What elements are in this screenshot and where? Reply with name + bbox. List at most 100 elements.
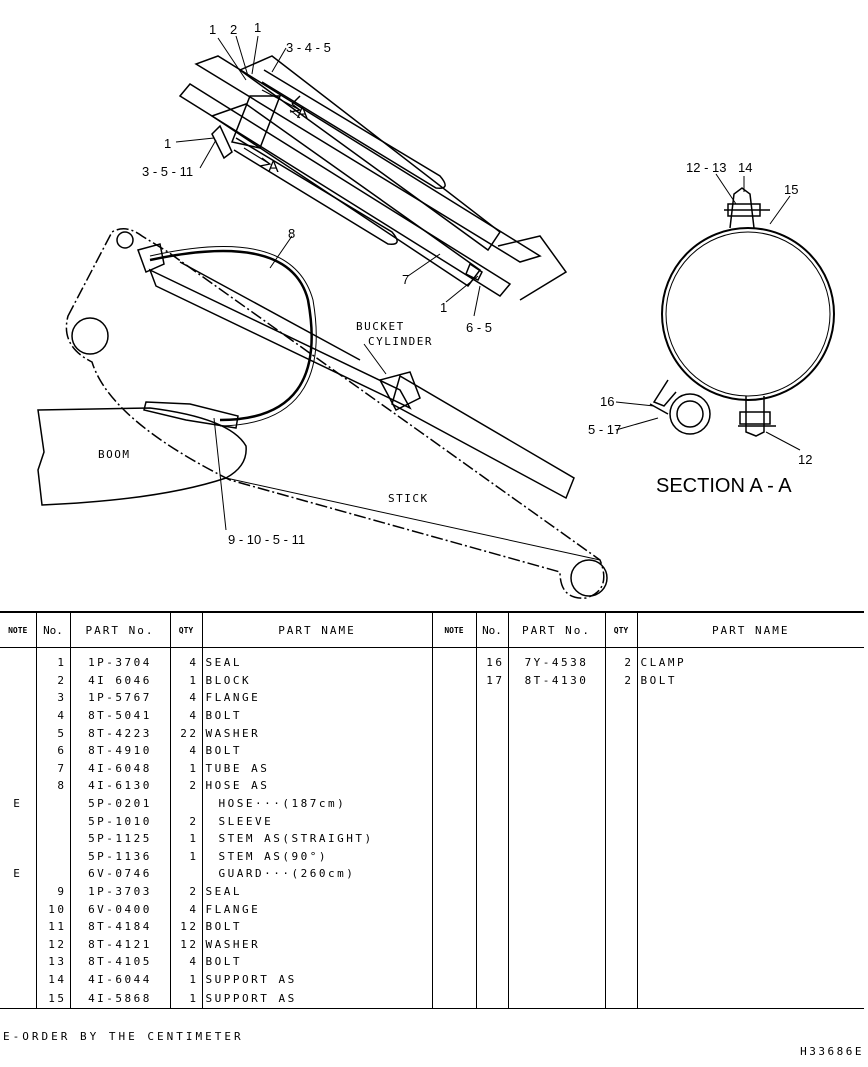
right-cell-name: [637, 848, 864, 866]
right-cell-name: [637, 795, 864, 813]
boom-outline: [37, 407, 247, 506]
stick-upper-pin: [116, 231, 134, 249]
right-cell-no: [476, 759, 509, 778]
right-cell-note: [432, 865, 477, 883]
left-cell-name: BLOCK: [202, 671, 433, 690]
left-cell-qty: 4: [170, 706, 203, 725]
left-cell-note: E: [0, 794, 37, 813]
left-cell-part-no: 1P-3704: [70, 647, 171, 672]
left-cell-no: 8: [36, 777, 71, 795]
left-cell-qty: 1: [170, 671, 203, 690]
left-cell-note: [0, 724, 37, 742]
right-cell-name: [637, 953, 864, 971]
right-cell-qty: [605, 706, 638, 725]
left-cell-part-no: 6V-0746: [70, 865, 171, 883]
right-cell-no: [476, 970, 509, 989]
right-cell-part-no: [508, 724, 606, 742]
left-cell-qty: 2: [170, 812, 203, 830]
label-stick: STICK: [388, 492, 429, 505]
right-cell-no: [476, 900, 509, 918]
footnote: E-ORDER BY THE CENTIMETER: [3, 1030, 244, 1043]
left-cell-qty: 1: [170, 988, 203, 1009]
left-cell-no: [36, 794, 71, 813]
left-cell-note: [0, 689, 37, 707]
left-cell-no: 6: [36, 741, 71, 760]
header-qty-left: QTY: [170, 612, 203, 648]
left-cell-note: [0, 741, 37, 760]
header-note-left: NOTE: [0, 612, 37, 648]
left-cell-note: [0, 706, 37, 725]
right-cell-name: [637, 724, 864, 742]
left-cell-part-no: 4I-6048: [70, 759, 171, 778]
callout-12-bottom: 12: [798, 452, 812, 467]
callout-1-mid: 1: [164, 136, 171, 151]
left-cell-name: GUARD···(260cm): [202, 865, 433, 883]
left-cell-note: [0, 829, 37, 848]
upper-cylinder-assembly: [178, 55, 568, 301]
right-cell-name: [637, 707, 864, 725]
right-cell-note: [432, 900, 477, 918]
stick-end-pin: [570, 559, 608, 597]
left-cell-name: SEAL: [202, 882, 433, 901]
left-cell-qty: 4: [170, 741, 203, 760]
right-cell-part-no: 8T-4130: [508, 671, 606, 690]
left-cell-qty: 2: [170, 777, 203, 795]
left-cell-no: 3: [36, 689, 71, 707]
right-cell-qty: [605, 812, 638, 830]
right-cell-qty: [605, 829, 638, 848]
left-cell-no: [36, 829, 71, 848]
left-cell-part-no: 6V-0400: [70, 900, 171, 918]
right-cell-part-no: [508, 706, 606, 725]
right-cell-note: [432, 829, 477, 848]
left-cell-part-no: 1P-3703: [70, 882, 171, 901]
right-cell-note: [432, 777, 477, 795]
right-cell-part-no: [508, 759, 606, 778]
right-cell-part-no: [508, 794, 606, 813]
right-cell-qty: [605, 935, 638, 954]
parts-table: NOTE No. PART No. QTY PART NAME NOTE No.…: [0, 611, 864, 1010]
callout-3-4-5: 3 - 4 - 5: [286, 40, 331, 55]
right-cell-qty: [605, 865, 638, 883]
left-cell-part-no: 8T-4121: [70, 935, 171, 954]
table-header-row: NOTE No. PART No. QTY PART NAME NOTE No.…: [0, 612, 864, 648]
left-cell-part-no: 5P-1136: [70, 847, 171, 866]
left-cell-no: 14: [36, 970, 71, 989]
left-cell-name: SLEEVE: [202, 812, 433, 830]
left-cell-note: [0, 671, 37, 690]
left-cell-part-no: 5P-1125: [70, 829, 171, 848]
right-cell-part-no: [508, 900, 606, 918]
left-cell-part-no: 4I-6044: [70, 970, 171, 989]
left-cell-note: [0, 777, 37, 795]
left-cell-note: [0, 953, 37, 971]
left-cell-part-no: 5P-1010: [70, 812, 171, 830]
right-cell-no: 16: [476, 647, 509, 672]
right-cell-part-no: [508, 689, 606, 707]
right-cell-qty: [605, 917, 638, 936]
right-cell-note: [432, 647, 477, 672]
callout-16: 16: [600, 394, 614, 409]
right-cell-note: [432, 724, 477, 742]
left-cell-qty: [170, 794, 203, 813]
left-cell-note: [0, 882, 37, 901]
right-cell-no: [476, 741, 509, 760]
left-cell-name: BOLT: [202, 917, 433, 936]
hose-part-8: [149, 249, 313, 422]
right-cell-qty: [605, 900, 638, 918]
right-cell-no: [476, 882, 509, 901]
right-cell-name: [637, 971, 864, 989]
right-cell-name: [637, 936, 864, 954]
left-cell-no: 9: [36, 882, 71, 901]
left-cell-qty: 4: [170, 689, 203, 707]
left-cell-no: 4: [36, 706, 71, 725]
left-cell-no: [36, 812, 71, 830]
right-cell-note: [432, 953, 477, 971]
right-cell-name: [637, 988, 864, 1009]
right-cell-note: [432, 689, 477, 707]
right-cell-no: [476, 865, 509, 883]
right-cell-part-no: [508, 777, 606, 795]
